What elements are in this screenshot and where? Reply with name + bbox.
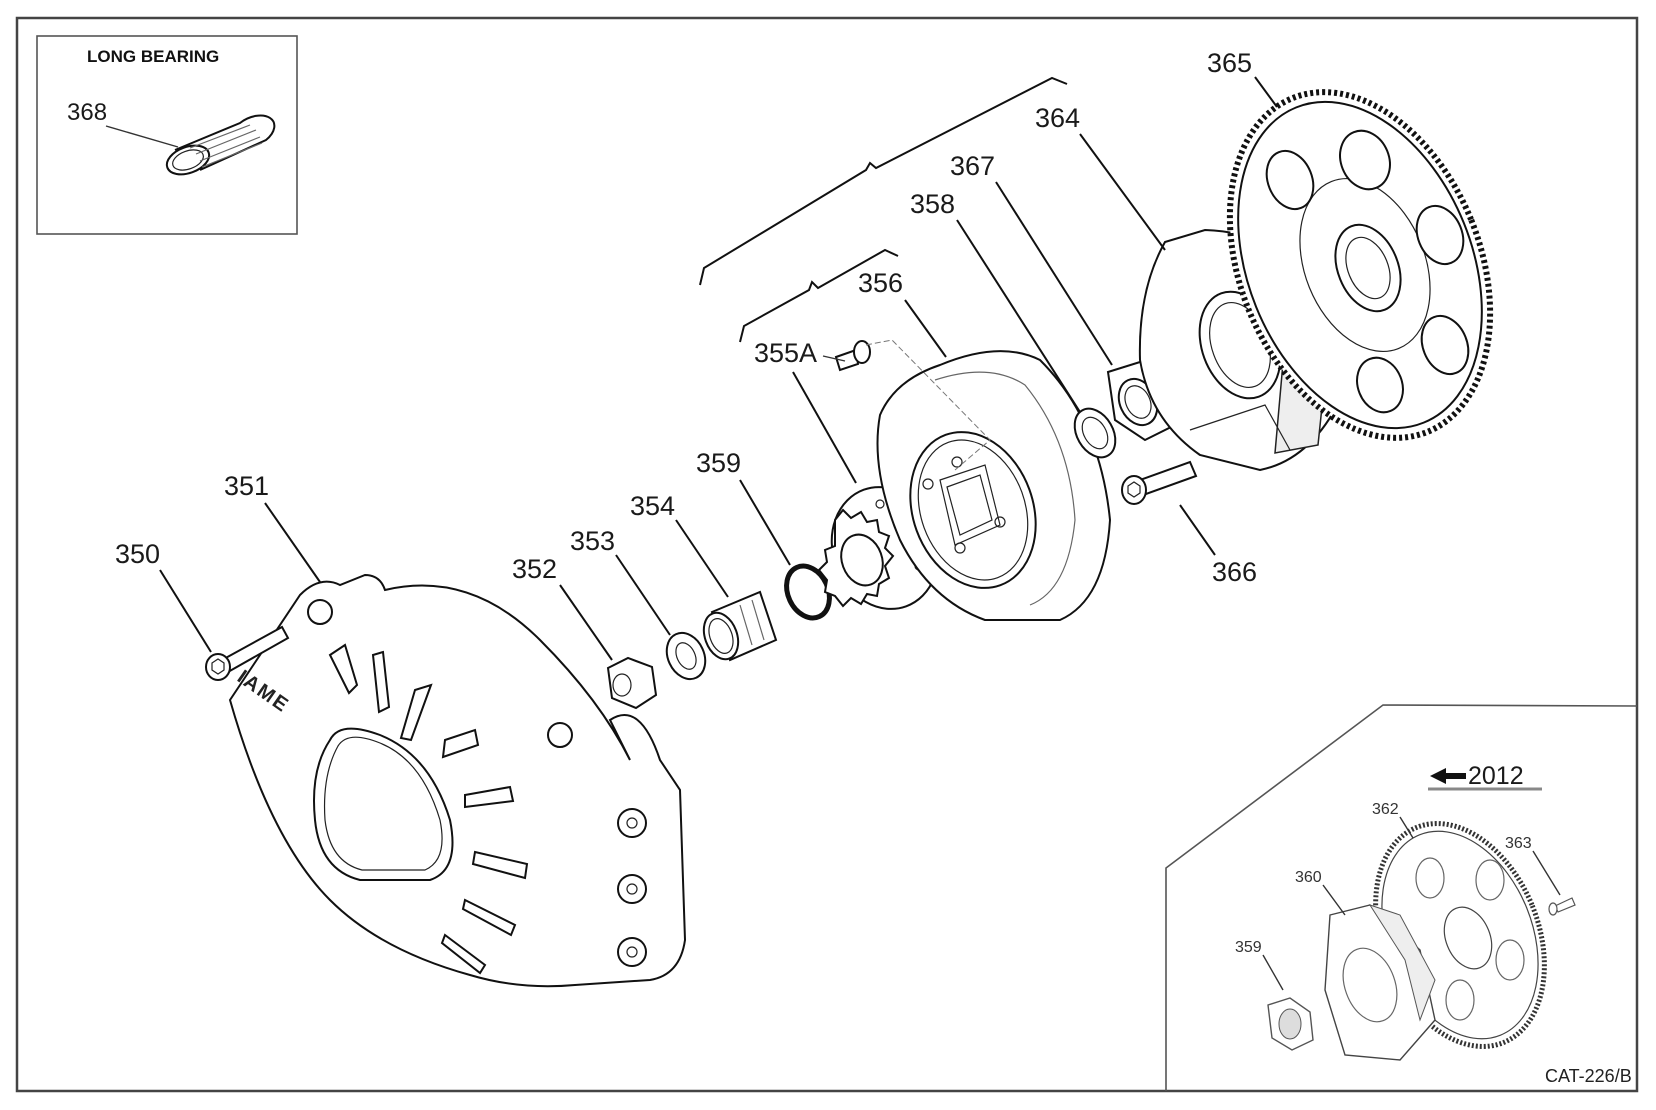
leader-352 xyxy=(559,584,613,661)
callout-366[interactable]: 366 xyxy=(1212,557,1257,587)
leader-368 xyxy=(105,125,179,148)
callout-356[interactable]: 356 xyxy=(858,268,903,298)
bracket-361A xyxy=(699,76,1068,286)
part-350-bolt xyxy=(205,625,290,681)
catalog-code: CAT-226/B xyxy=(1545,1066,1632,1086)
part-358-washer xyxy=(1073,407,1117,459)
leader-355A-a xyxy=(822,355,846,362)
leader-358 xyxy=(956,219,1081,413)
pre2012-inset: 2012 362 363 360 35 xyxy=(1165,704,1638,1091)
bracket-357A xyxy=(739,248,899,343)
part-365-starter-gear xyxy=(1226,89,1494,441)
callout-351[interactable]: 351 xyxy=(224,471,269,501)
callout-359[interactable]: 359 xyxy=(696,448,741,478)
leader-359 xyxy=(739,479,791,566)
part-352-nut xyxy=(606,656,658,710)
callout-367[interactable]: 367 xyxy=(950,151,995,181)
year-label: 2012 xyxy=(1468,762,1524,790)
inset-box xyxy=(36,35,298,235)
part-354-needle-bearing xyxy=(702,590,778,662)
part-351-clutch-cover: IAME xyxy=(228,573,687,988)
callout-i362[interactable]: 362 xyxy=(1372,801,1399,818)
left-arrow-icon xyxy=(1430,768,1466,784)
inset-clutch-shoe-icon xyxy=(1324,904,1436,1061)
leader-365 xyxy=(1254,76,1278,108)
callout-i363[interactable]: 363 xyxy=(1505,835,1532,852)
leader-366 xyxy=(1179,504,1216,556)
callout-368[interactable]: 368 xyxy=(67,99,107,126)
callout-350[interactable]: 350 xyxy=(115,539,160,569)
leader-356 xyxy=(904,299,947,358)
part-366-bolt xyxy=(1121,460,1198,505)
inset-border xyxy=(1165,704,1638,1091)
callout-354[interactable]: 354 xyxy=(630,491,675,521)
inset-title: LONG BEARING xyxy=(87,47,219,66)
callout-i359[interactable]: 359 xyxy=(1235,939,1262,956)
leader-350 xyxy=(159,569,212,653)
callout-i360[interactable]: 360 xyxy=(1295,869,1322,886)
callout-355A[interactable]: 355A xyxy=(754,338,817,368)
outer-frame xyxy=(15,16,1639,1093)
callout-358[interactable]: 358 xyxy=(910,189,955,219)
inset-bolt-icon xyxy=(1548,897,1576,916)
part-355A-screw xyxy=(834,340,871,372)
leader-355A-b xyxy=(792,371,857,484)
long-bearing-icon xyxy=(165,114,276,176)
leader-353 xyxy=(615,554,671,636)
callout-353[interactable]: 353 xyxy=(570,526,615,556)
part-356-clutch-drum xyxy=(865,339,1112,621)
inset-nut-icon xyxy=(1267,997,1314,1051)
callout-364[interactable]: 364 xyxy=(1035,103,1080,133)
leader-351 xyxy=(264,502,321,583)
callout-352[interactable]: 352 xyxy=(512,554,557,584)
cover-vent-slots xyxy=(328,643,529,975)
leader-354 xyxy=(675,519,729,598)
leader-364 xyxy=(1079,133,1166,251)
leader-367 xyxy=(995,181,1113,366)
callout-365[interactable]: 365 xyxy=(1207,48,1252,78)
part-353-washer xyxy=(665,631,707,681)
long-bearing-inset: LONG BEARING 368 xyxy=(36,35,298,235)
